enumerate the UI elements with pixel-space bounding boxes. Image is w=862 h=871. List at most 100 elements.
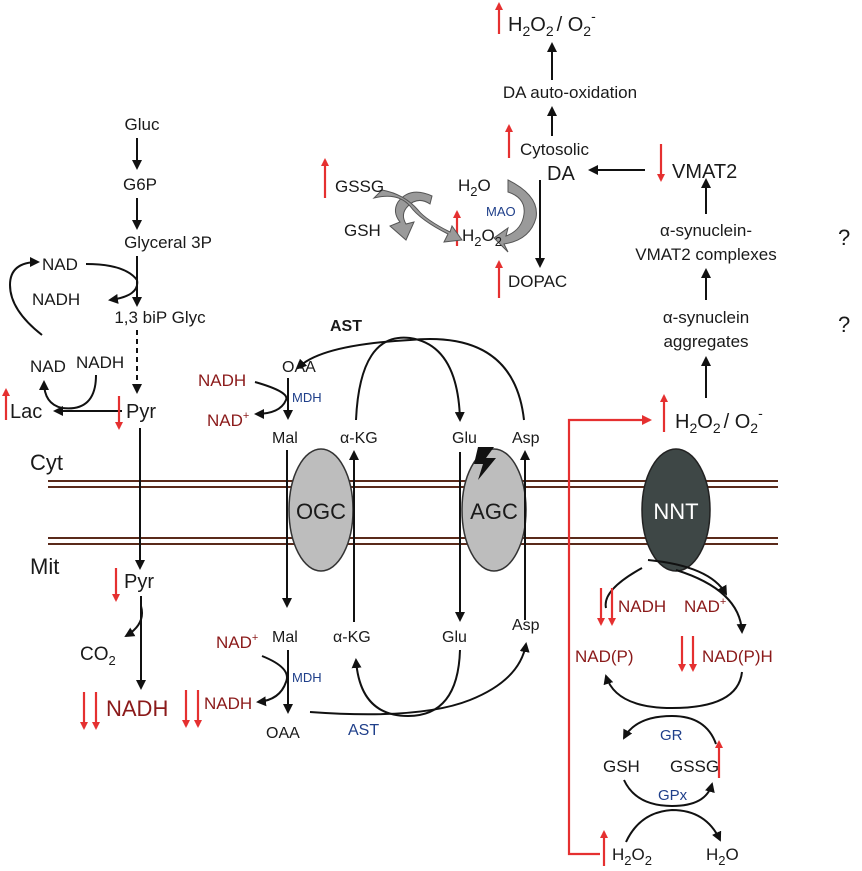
mao-label: MAO [486, 204, 516, 219]
nad-recycle-arrow [8, 257, 43, 336]
agc-transporter: AGC [461, 448, 527, 572]
oaa-to-asp-mit-arrow [309, 642, 530, 716]
h2o2-dopa-sub2: 2 [495, 234, 502, 249]
ros-top-sub1: 2 [522, 23, 530, 39]
gr-label: GR [660, 727, 683, 744]
h2o2-dopa-sub1: 2 [474, 234, 481, 249]
h2o2-nnt-sub1: 2 [624, 853, 631, 868]
g6p-label: G6P [123, 175, 157, 194]
asp-to-oaa-cyt-arrow [296, 338, 525, 421]
ros-mid-label: H2O2/ O2- [675, 405, 763, 436]
pyr-mit-label: Pyr [124, 571, 154, 593]
h2o2-nnt-h: H [612, 845, 624, 864]
co2-label: CO2 [80, 644, 116, 668]
h2o2-dopa-h: H [462, 226, 474, 245]
gssg-cross-arrow-1 [389, 191, 433, 241]
h2o2-nnt-label: H2O2 [612, 845, 652, 868]
nadplus-cyt-base: NAD [207, 411, 243, 430]
gluc-label: Gluc [125, 115, 160, 134]
nadplus-cyt-sup: + [243, 410, 249, 422]
co2-base: CO [80, 644, 109, 665]
glu-cyt-label: Glu [452, 430, 477, 447]
nadplus-mit-sup: + [252, 632, 258, 644]
nadplus-mit-base: NAD [216, 633, 252, 652]
lightning-bolt-icon [474, 447, 496, 480]
question-mark-1: ? [838, 225, 850, 250]
nnt-nadplus-base: NAD [684, 597, 720, 616]
akg-cyt-label: α-KG [340, 430, 378, 447]
nnt-nadp-to-nadph-arrow [675, 569, 747, 634]
mit-nadh-label: NADH [106, 696, 168, 721]
mdh-cyt-label: MDH [292, 390, 322, 405]
h2o2-nnt-o: O [632, 845, 645, 864]
h2o2-nnt-sub2: 2 [645, 853, 652, 868]
h2o2-dopa-label: H2O2 [462, 226, 502, 249]
cytosolic-label: Cytosolic [520, 140, 589, 159]
ros-top-sub3: 2 [583, 23, 591, 39]
glu-to-akg-mit-arrow [351, 649, 461, 718]
ros-top-tail: / O [557, 14, 584, 36]
ros-mid-h: H [675, 411, 689, 433]
pyr-cyt-label: Pyr [126, 401, 156, 423]
ast-mit-label: AST [348, 722, 379, 739]
gssg-cross-arrow-2 [372, 189, 463, 243]
mal-mit-label: Mal [272, 629, 298, 646]
ros-top-label: H2O2/ O2- [508, 8, 596, 39]
ast-cyt-label: AST [330, 318, 362, 335]
ros-mid-minus: - [758, 405, 763, 421]
nnt-nadph-label: NAD(P)H [702, 647, 773, 666]
nad-top-label: NAD [42, 255, 78, 274]
ros-mid-sub1: 2 [689, 420, 697, 436]
nnt-nadp-label: NAD(P) [575, 647, 634, 666]
dopac-label: DOPAC [508, 272, 567, 291]
ros-mid-tail: / O [724, 411, 751, 433]
h2o2-dopa-o: O [482, 226, 495, 245]
nadh-to-nad-arrow [39, 374, 97, 410]
mao-curved-arrow [493, 179, 537, 253]
nadh-mit2-label: NADH [204, 694, 252, 713]
ros-mid-sub3: 2 [750, 420, 758, 436]
nnt-transporter: NNT [641, 448, 711, 572]
nnt-nadplus-label: NAD+ [684, 596, 726, 616]
nnt-nadh-label: NADH [618, 597, 666, 616]
mal-cyt-label: Mal [272, 430, 298, 447]
h2o-dopa-h: H [458, 176, 470, 195]
nadh-cyt-label: NADH [198, 371, 246, 390]
gsh-nnt-label: GSH [603, 757, 640, 776]
autoox-label: DA auto-oxidation [503, 83, 637, 102]
h2o-nnt-h: H [706, 845, 718, 864]
gsh-to-gssg-arrow [623, 779, 715, 808]
h2o-nnt-o: O [726, 845, 739, 864]
co2-sub: 2 [109, 653, 116, 668]
h2o2-feedback-red-line [567, 415, 652, 856]
question-mark-2: ? [838, 312, 850, 337]
gssg-nnt-label: GSSG [670, 757, 719, 776]
mit-label: Mit [30, 554, 59, 579]
nad-to-nadh-arrow [85, 263, 139, 304]
syn-agg-line1: α-synuclein [663, 308, 749, 327]
akg-mit-label: α-KG [333, 629, 371, 646]
h2o-nnt-label: H2O [706, 845, 739, 868]
gssg-dopa-label: GSSG [335, 177, 384, 196]
nadh-low-label: NADH [76, 353, 124, 372]
agc-label: AGC [470, 499, 518, 524]
gssg-to-gsh-arrow [623, 714, 717, 745]
da-label: DA [547, 163, 575, 185]
h2o-dopa-label: H2O [458, 176, 491, 199]
h2o2-to-h2o-arrow [625, 808, 722, 843]
asp-cyt-label: Asp [512, 430, 540, 447]
nad-to-nadh-mit-arrow [256, 655, 288, 707]
nad-low-label: NAD [30, 357, 66, 376]
syn-vmat-line2: VMAT2 complexes [635, 245, 776, 264]
nnt-nadh-to-nad-arrow [647, 559, 727, 596]
ros-mid-o: O [697, 411, 713, 433]
ros-top-o: O [530, 14, 546, 36]
oaa-mit-label: OAA [266, 725, 300, 742]
glyceral3p-label: Glyceral 3P [124, 233, 212, 252]
ros-top-group: H2O2/ O2- [495, 2, 596, 39]
asp-mit-label: Asp [512, 617, 540, 634]
ogc-transporter: OGC [288, 448, 354, 572]
nadplus-cyt-label: NAD+ [207, 410, 249, 430]
